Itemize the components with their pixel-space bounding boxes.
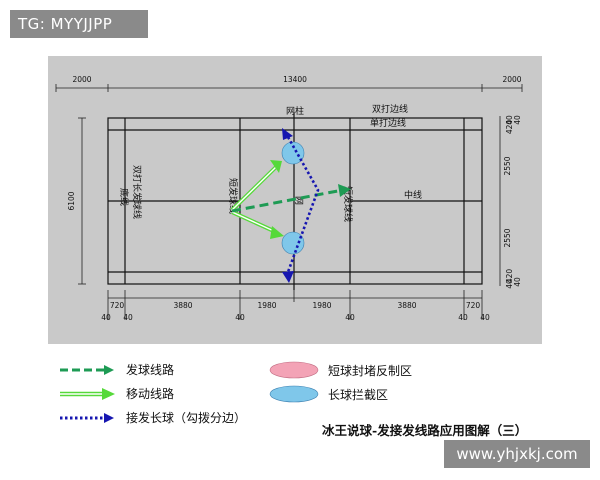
legend-move-route: 移动线路	[58, 385, 174, 402]
dim-bottom-4: 1980	[312, 301, 331, 310]
dim-left-alley: 2000	[72, 75, 91, 84]
blue-ellipse-icon	[269, 385, 319, 403]
legend-short-zone: 短球封堵反制区	[268, 361, 412, 379]
dim-total-length: 13400	[283, 75, 307, 84]
legend-long-receive: 接发长球（勾拨分边）	[58, 409, 246, 426]
label-baseline: 底线	[118, 188, 130, 206]
watermark-top: TG: MYYJJPP	[10, 10, 148, 38]
watermark-bottom: www.yhjxkj.com	[444, 440, 590, 468]
dim-right-7: 420	[505, 269, 514, 284]
dim-small-1: 40	[101, 313, 111, 322]
legend-label: 接发长球（勾拨分边）	[126, 411, 247, 425]
dim-court-width: 6100	[67, 191, 76, 210]
legend-label: 长球拦截区	[328, 387, 389, 402]
dim-right-3: 40	[513, 115, 522, 125]
label-doubles-long-service-line: 双打长发球线	[131, 165, 143, 219]
label-doubles-sideline: 双打边线	[372, 103, 408, 115]
label-short-service-line-right: 短发球线	[342, 186, 354, 222]
dim-small-6: 40	[480, 313, 490, 322]
legend-label: 发球线路	[126, 363, 175, 377]
dim-small-4: 40	[345, 313, 355, 322]
dim-right-4: 2550	[503, 156, 512, 175]
dim-small-3: 40	[235, 313, 245, 322]
movement-arrows	[230, 160, 284, 239]
serve-route	[231, 184, 351, 213]
green-dashed-arrow-icon	[60, 364, 114, 375]
dim-right-6: 40	[513, 277, 522, 287]
dim-bottom-3: 1980	[257, 301, 276, 310]
dim-right-alley: 2000	[502, 75, 521, 84]
dim-right-5: 2550	[503, 228, 512, 247]
pink-ellipse-icon	[269, 361, 319, 379]
dim-bottom-6: 720	[466, 301, 481, 310]
label-net: 网	[293, 196, 304, 205]
legend-label: 移动线路	[126, 387, 175, 401]
long-ball-zone-top	[281, 141, 305, 165]
label-net-post: 网柱	[286, 105, 304, 117]
dim-right-1: 40	[505, 115, 514, 125]
label-singles-sideline: 单打边线	[370, 117, 406, 129]
legend-serve-route: 发球线路	[58, 361, 174, 378]
legend-long-zone: 长球拦截区	[268, 385, 388, 403]
dim-bottom-1: 720	[110, 301, 125, 310]
dim-right-2: 420	[505, 120, 514, 135]
dim-small-2: 40	[123, 313, 133, 322]
green-double-arrow-icon	[60, 387, 115, 400]
blue-dotted-arrow-icon	[60, 412, 114, 423]
dim-bottom-2: 3880	[173, 301, 192, 310]
long-receive-route	[282, 128, 320, 283]
legend-label: 短球封堵反制区	[328, 363, 413, 378]
figure-caption: 冰王说球-发接发线路应用图解（三）	[322, 423, 528, 438]
dim-bottom-5: 3880	[397, 301, 416, 310]
dimension-lines	[55, 84, 523, 320]
dim-small-5: 40	[458, 313, 468, 322]
label-center-line: 中线	[404, 189, 422, 201]
long-ball-zone-bottom	[281, 231, 305, 255]
dim-right-8: 40	[505, 279, 514, 289]
